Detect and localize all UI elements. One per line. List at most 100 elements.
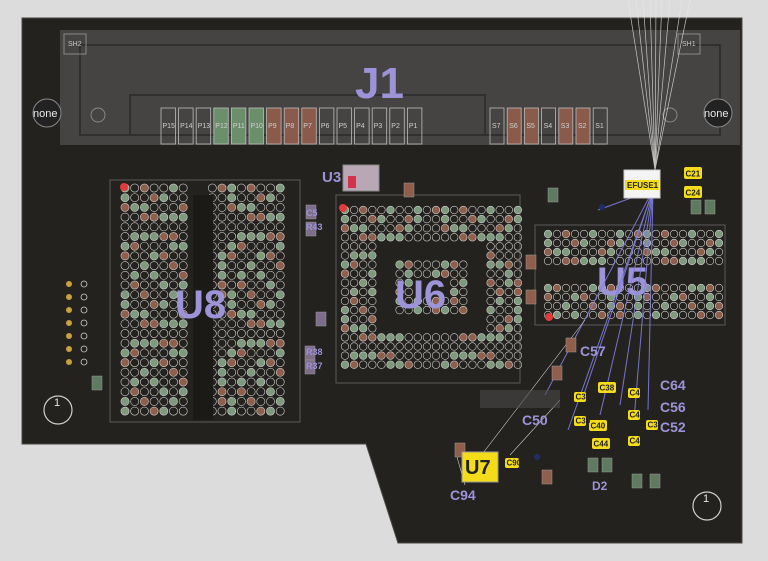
bga-ball[interactable] bbox=[149, 241, 159, 251]
bga-ball[interactable] bbox=[714, 247, 724, 257]
bga-ball[interactable] bbox=[660, 238, 670, 248]
bga-ball[interactable] bbox=[227, 348, 237, 358]
bga-ball[interactable] bbox=[459, 233, 468, 242]
bga-ball[interactable] bbox=[246, 203, 256, 212]
bga-ball[interactable] bbox=[513, 333, 523, 342]
bga-ball[interactable] bbox=[440, 296, 450, 306]
bga-ball[interactable] bbox=[227, 358, 237, 367]
bga-ball[interactable] bbox=[413, 260, 422, 269]
bga-ball[interactable] bbox=[386, 333, 395, 342]
bga-ball[interactable] bbox=[246, 358, 256, 367]
bga-ball[interactable] bbox=[504, 242, 513, 251]
bga-ball[interactable] bbox=[266, 300, 275, 309]
bga-ball[interactable] bbox=[413, 342, 422, 351]
bga-ball[interactable] bbox=[237, 193, 246, 203]
bga-ball[interactable] bbox=[696, 256, 706, 266]
bga-ball[interactable] bbox=[227, 212, 237, 222]
bga-ball[interactable] bbox=[359, 324, 368, 333]
bga-ball[interactable] bbox=[486, 315, 495, 324]
bga-ball[interactable] bbox=[696, 283, 706, 293]
bga-ball[interactable] bbox=[140, 241, 149, 251]
bga-ball[interactable] bbox=[696, 301, 706, 311]
bga-ball[interactable] bbox=[597, 247, 607, 257]
bga-ball[interactable] bbox=[217, 406, 227, 416]
bga-ball[interactable] bbox=[227, 338, 237, 348]
bga-ball[interactable] bbox=[256, 270, 266, 280]
bga-ball[interactable] bbox=[120, 280, 130, 290]
bga-ball[interactable] bbox=[368, 242, 377, 251]
bga-ball[interactable] bbox=[140, 232, 149, 241]
bga-ball[interactable] bbox=[178, 241, 188, 251]
bga-ball[interactable] bbox=[217, 280, 227, 290]
bga-ball[interactable] bbox=[696, 229, 706, 239]
bga-ball[interactable] bbox=[513, 269, 523, 278]
bga-ball[interactable] bbox=[246, 251, 256, 261]
bga-ball[interactable] bbox=[256, 367, 266, 377]
bga-ball[interactable] bbox=[579, 292, 589, 302]
bga-ball[interactable] bbox=[705, 256, 715, 266]
bga-ball[interactable] bbox=[633, 283, 643, 293]
edge-pad[interactable] bbox=[66, 294, 72, 300]
bga-ball[interactable] bbox=[597, 310, 607, 320]
bga-ball[interactable] bbox=[459, 224, 468, 233]
bga-ball[interactable] bbox=[169, 377, 178, 387]
bga-ball[interactable] bbox=[579, 229, 589, 239]
bga-ball[interactable] bbox=[377, 360, 386, 369]
bga-ball[interactable] bbox=[246, 319, 256, 329]
bga-ball[interactable] bbox=[266, 397, 275, 406]
bga-ball[interactable] bbox=[504, 251, 513, 260]
bga-ball[interactable] bbox=[266, 183, 275, 193]
bga-ball[interactable] bbox=[130, 193, 140, 203]
bga-ball[interactable] bbox=[468, 351, 477, 360]
bga-ball[interactable] bbox=[227, 329, 237, 338]
bga-ball[interactable] bbox=[266, 261, 275, 270]
bga-ball[interactable] bbox=[486, 324, 495, 333]
bga-ball[interactable] bbox=[477, 224, 486, 233]
bga-ball[interactable] bbox=[178, 358, 188, 367]
bga-ball[interactable] bbox=[368, 351, 377, 360]
bga-ball[interactable] bbox=[149, 193, 159, 203]
bga-ball[interactable] bbox=[386, 224, 395, 233]
bga-ball[interactable] bbox=[275, 203, 285, 212]
bga-ball[interactable] bbox=[217, 212, 227, 222]
bga-ball[interactable] bbox=[368, 324, 377, 333]
bga-ball[interactable] bbox=[377, 342, 386, 351]
bga-ball[interactable] bbox=[237, 377, 246, 387]
bga-ball[interactable] bbox=[140, 406, 149, 416]
bga-ball[interactable] bbox=[495, 251, 504, 260]
bga-ball[interactable] bbox=[651, 283, 661, 293]
bga-ball[interactable] bbox=[570, 229, 580, 239]
bga-ball[interactable] bbox=[275, 358, 285, 367]
bga-ball[interactable] bbox=[275, 280, 285, 290]
bga-ball[interactable] bbox=[486, 360, 495, 369]
bga-ball[interactable] bbox=[217, 338, 227, 348]
bga-ball[interactable] bbox=[588, 247, 598, 257]
bga-ball[interactable] bbox=[477, 342, 486, 351]
bga-ball[interactable] bbox=[149, 251, 159, 261]
bga-ball[interactable] bbox=[440, 333, 450, 342]
cap-c39-badge[interactable] bbox=[646, 420, 658, 430]
bga-ball[interactable] bbox=[256, 290, 266, 300]
shield-left-pad[interactable] bbox=[63, 33, 87, 55]
bga-ball[interactable] bbox=[340, 333, 350, 342]
bga-ball[interactable] bbox=[413, 305, 422, 315]
bga-ball[interactable] bbox=[340, 351, 350, 360]
bga-ball[interactable] bbox=[413, 233, 422, 242]
bga-ball[interactable] bbox=[275, 241, 285, 251]
bga-ball[interactable] bbox=[217, 367, 227, 377]
bga-ball[interactable] bbox=[377, 233, 386, 242]
bga-ball[interactable] bbox=[687, 301, 697, 311]
bga-ball[interactable] bbox=[660, 283, 670, 293]
bga-ball[interactable] bbox=[660, 247, 670, 257]
bga-ball[interactable] bbox=[178, 193, 188, 203]
bga-ball[interactable] bbox=[149, 377, 159, 387]
bga-ball[interactable] bbox=[340, 342, 350, 351]
bga-ball[interactable] bbox=[178, 377, 188, 387]
bga-ball[interactable] bbox=[349, 269, 359, 278]
bga-ball[interactable] bbox=[178, 319, 188, 329]
bga-ball[interactable] bbox=[266, 348, 275, 358]
bga-ball[interactable] bbox=[687, 229, 697, 239]
bga-ball[interactable] bbox=[266, 387, 275, 397]
bga-ball[interactable] bbox=[349, 224, 359, 233]
bga-ball[interactable] bbox=[120, 348, 130, 358]
